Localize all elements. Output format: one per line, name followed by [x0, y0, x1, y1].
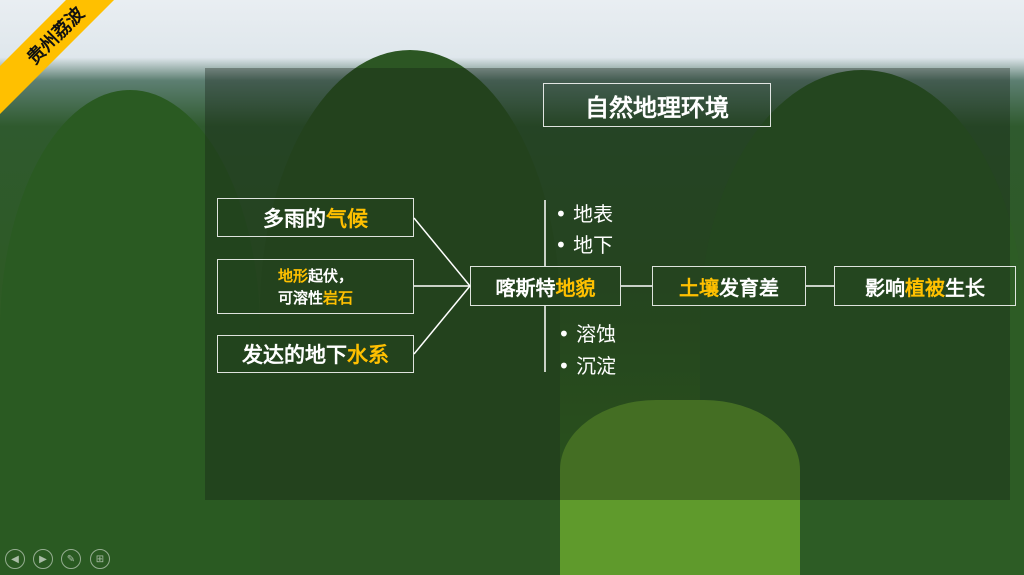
content-overlay: [205, 68, 1010, 500]
bullet-text: 地表: [573, 202, 614, 226]
next-slide-button[interactable]: ▶: [33, 549, 53, 569]
bullet-text: 沉淀: [576, 354, 617, 378]
title-text: 自然地理环境: [585, 93, 729, 122]
bullet-item: • 溶蚀: [558, 322, 617, 346]
slide-menu-button[interactable]: ⊞: [90, 549, 110, 569]
cause-text: 多雨的: [263, 206, 326, 231]
bullet-item: • 地下: [555, 233, 614, 257]
soil-box: 土壤发育差: [652, 266, 806, 306]
bullet-item: • 地表: [555, 202, 614, 226]
bullet-item: • 沉淀: [558, 354, 617, 378]
vegetation-box: 影响植被生长: [834, 266, 1016, 306]
cause-text: 可溶性: [277, 288, 323, 307]
cause-water-system: 发达的地下水系: [217, 335, 414, 373]
connector-line: [413, 285, 471, 355]
bullet-text: 溶蚀: [576, 322, 617, 346]
bullet-text: 地下: [573, 233, 614, 257]
cause-text: 起伏，: [308, 266, 354, 285]
cause-climate: 多雨的气候: [217, 198, 414, 237]
cause-highlight: 地形: [277, 266, 308, 285]
effect-highlight: 植被: [905, 275, 945, 300]
previous-slide-button[interactable]: ◀: [5, 549, 25, 569]
background-mountain: [260, 50, 560, 575]
pen-tool-button[interactable]: ✎: [61, 549, 81, 569]
soil-text: 发育差: [719, 275, 779, 300]
center-highlight: 地貌: [555, 275, 596, 300]
soil-highlight: 土壤: [679, 275, 719, 300]
cause-highlight: 气候: [326, 206, 368, 231]
valley-field: [560, 400, 800, 575]
cause-highlight: 水系: [347, 343, 389, 367]
effect-text: 影响: [865, 275, 905, 300]
center-text: 喀斯特: [495, 275, 556, 300]
connector-line: [413, 217, 471, 287]
cause-text: 发达的地下: [242, 343, 347, 367]
effect-text: 生长: [945, 275, 985, 300]
cause-terrain-rock: 地形起伏， 可溶性岩石: [217, 259, 414, 314]
cause-highlight: 岩石: [323, 288, 354, 307]
karst-landform-box: 喀斯特地貌: [470, 266, 621, 306]
background-mountain: [0, 90, 260, 575]
title-box: 自然地理环境: [543, 83, 771, 127]
